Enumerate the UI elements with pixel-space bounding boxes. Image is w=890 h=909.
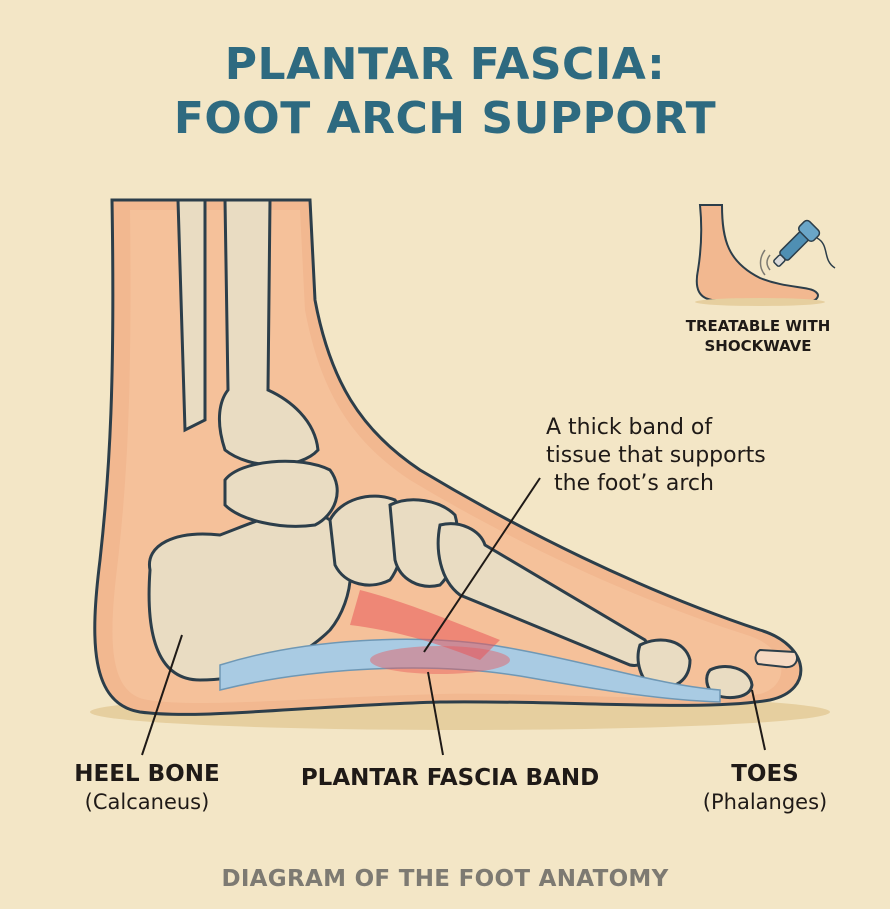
leader-lines <box>141 477 766 756</box>
inflammation-area <box>350 590 500 660</box>
toes-title: TOES <box>731 761 799 787</box>
shockwave-label: TREATABLE WITH SHOCKWAVE <box>668 316 848 356</box>
title-line-1: PLANTAR FASCIA: <box>224 39 666 90</box>
description-line-2: tissue that supports <box>546 443 766 468</box>
description-line-3: the foot’s arch <box>554 471 714 496</box>
heel-bone-subtitle: (Calcaneus) <box>84 790 210 814</box>
inset-foot <box>695 204 820 304</box>
shockwave-label-line-2: SHOCKWAVE <box>704 337 812 355</box>
toes-subtitle: (Phalanges) <box>702 790 828 814</box>
heel-bone <box>147 510 353 682</box>
toenail <box>754 648 798 669</box>
fascia-description: A thick band of tissue that supports the… <box>546 414 766 498</box>
shockwave-device-icon <box>773 219 821 267</box>
page-title: PLANTAR FASCIA: FOOT ARCH SUPPORT <box>0 38 890 146</box>
shockwave-label-line-1: TREATABLE WITH <box>685 317 831 335</box>
plantar-fascia-band <box>219 590 721 703</box>
heel-bone-title: HEEL BONE <box>74 761 220 787</box>
heel-bone-label: HEEL BONE (Calcaneus) <box>52 760 242 816</box>
foot-bones <box>147 459 798 699</box>
leg-bones <box>176 198 320 467</box>
shockwave-inset <box>695 204 836 306</box>
plantar-fascia-title: PLANTAR FASCIA BAND <box>300 765 600 791</box>
toes-label: TOES (Phalanges) <box>680 760 850 816</box>
description-line-1: A thick band of <box>546 415 713 440</box>
plantar-fascia-label: PLANTAR FASCIA BAND <box>270 764 630 792</box>
footer-caption: DIAGRAM OF THE FOOT ANATOMY <box>221 866 669 892</box>
title-line-2: FOOT ARCH SUPPORT <box>173 93 717 144</box>
